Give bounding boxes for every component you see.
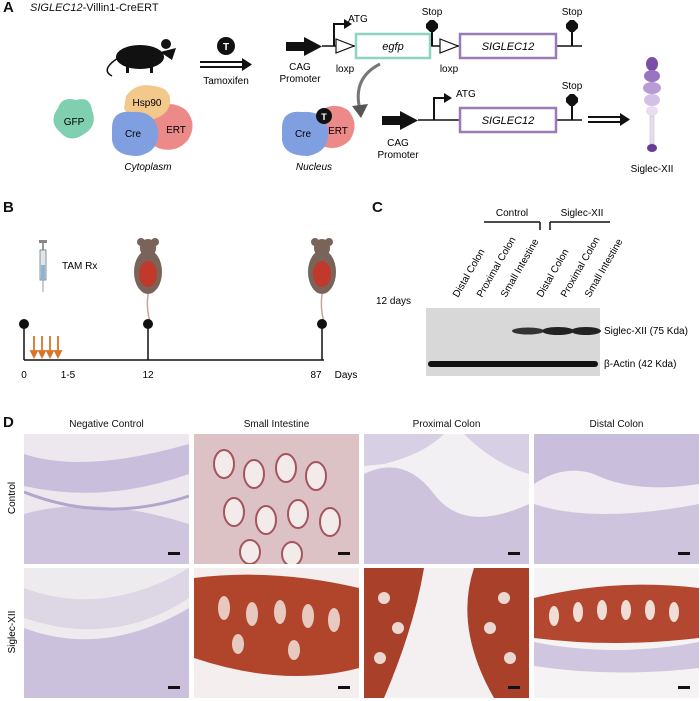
tamoxifen-arrow-icon — [200, 58, 252, 71]
tick-1-5: 1-5 — [61, 370, 76, 381]
mouse-day87-icon — [308, 238, 336, 323]
column-negative-control: Negative Control — [69, 419, 144, 430]
siglec12-bottom-box — [458, 106, 558, 134]
siglec12-top-label: SIGLEC12 — [482, 41, 535, 53]
row-labels: Control Siglec-XII — [7, 482, 18, 654]
loxp-2-label: loxp — [440, 64, 459, 75]
ihc-siglec-proximal-colon — [364, 568, 529, 698]
tam-rx-label: TAM Rx — [62, 261, 97, 272]
tick-87: 87 — [310, 370, 322, 381]
cag-bottom-line2: Promoter — [377, 150, 419, 161]
ihc-siglec-negative — [24, 568, 189, 698]
panel-a-title: SIGLEC12-Villin1-CreERT — [30, 2, 159, 14]
column-small-intestine: Small Intestine — [243, 419, 310, 430]
nucleus-t-symbol: T — [321, 112, 327, 122]
ihc-control-distal-colon — [534, 434, 699, 564]
nucleus-ert-label: ERT — [328, 126, 348, 137]
panel-a-schematic: T Tamoxifen GFP Hsp90 Cre ERT Cytoplasm … — [53, 7, 674, 175]
group-siglec-label: Siglec-XII — [561, 208, 604, 219]
beta-actin-bands — [428, 361, 598, 367]
panel-c-western: Control Siglec-XII Distal Colon Proximal… — [376, 208, 688, 376]
panel-b-letter: B — [3, 199, 14, 216]
cre-blob — [112, 111, 159, 156]
cag-promoter-bottom-icon — [382, 111, 418, 130]
column-proximal-colon: Proximal Colon — [412, 419, 481, 430]
ihc-control-small-intestine — [194, 434, 359, 564]
stop-3-label: Stop — [562, 81, 583, 92]
title-gene: SIGLEC12 — [30, 2, 83, 14]
injection-arrows-icon — [29, 336, 63, 360]
ihc-control-proximal-colon — [364, 434, 529, 564]
cytoplasm-label: Cytoplasm — [124, 162, 171, 173]
tamoxifen-symbol: T — [223, 42, 229, 53]
tick-0: 0 — [21, 370, 27, 381]
loxp-1-icon — [335, 38, 356, 54]
loxp-2-icon — [439, 38, 460, 54]
tick-12: 12 — [142, 370, 154, 381]
siglec-xii-protein-icon — [643, 57, 661, 152]
stop-1-icon — [426, 20, 438, 46]
timepoint-label: 12 days — [376, 296, 411, 307]
cag-top-line1: CAG — [289, 62, 311, 73]
band-bottom-label: β-Actin (42 Kda) — [604, 359, 676, 370]
egfp-box — [354, 32, 432, 60]
row-control-label: Control — [7, 482, 18, 514]
gfp-label: GFP — [64, 117, 85, 128]
panel-d-letter: D — [3, 414, 14, 431]
expression-arrow-icon — [588, 113, 630, 126]
siglec12-top-box — [458, 32, 558, 60]
atg-bottom-label: ATG — [456, 89, 476, 100]
panel-b-timeline: TAM Rx 0 1-5 12 87 Days — [19, 238, 358, 381]
group-control-label: Control — [496, 208, 528, 219]
panel-c-letter: C — [372, 199, 383, 216]
column-distal-colon: Distal Colon — [589, 419, 644, 430]
cre-label: Cre — [125, 129, 142, 140]
ert-label: ERT — [166, 125, 186, 136]
tam-syringe-icon — [39, 240, 47, 292]
recombination-arrow-icon — [352, 62, 381, 118]
cag-promoter-top-icon — [286, 37, 322, 56]
ihc-control-negative — [24, 434, 189, 564]
cag-top-line2: Promoter — [279, 74, 321, 85]
nucleus-tamoxifen-icon — [316, 108, 332, 124]
hsp90-blob — [124, 85, 171, 120]
hsp90-label: Hsp90 — [133, 98, 162, 109]
row-siglec-xii-label: Siglec-XII — [7, 611, 18, 654]
axis-unit-days: Days — [335, 370, 358, 381]
nucleus-label: Nucleus — [296, 162, 332, 173]
tamoxifen-label: Tamoxifen — [203, 76, 249, 87]
mouse-day12-icon — [134, 238, 162, 323]
stop-2-label: Stop — [562, 7, 583, 18]
band-top-label: Siglec-XII (75 Kda) — [604, 326, 688, 337]
atg-top-label: ATG — [348, 14, 368, 25]
gfp-blob — [53, 99, 94, 139]
atg-bottom-arrow-icon — [433, 93, 452, 120]
nucleus-cre-label: Cre — [295, 129, 312, 140]
loxp-1-label: loxp — [336, 64, 355, 75]
ihc-siglec-small-intestine — [194, 568, 359, 698]
siglec-xii-protein-label: Siglec-XII — [631, 164, 674, 175]
panel-a-letter: A — [3, 0, 14, 16]
egfp-label: egfp — [382, 41, 403, 53]
stop-3-icon — [566, 94, 578, 120]
atg-top-arrow-icon — [333, 19, 352, 46]
siglec12-bottom-label: SIGLEC12 — [482, 115, 535, 127]
mouse-icon — [106, 39, 176, 77]
stop-1-label: Stop — [422, 7, 443, 18]
tamoxifen-icon — [217, 37, 235, 55]
ihc-siglec-distal-colon — [534, 568, 699, 698]
cag-bottom-line1: CAG — [387, 138, 409, 149]
siglec-xii-bands — [512, 327, 601, 335]
stop-2-icon — [566, 20, 578, 46]
title-rest: -Villin1-CreERT — [82, 2, 159, 14]
nucleus-cre-blob — [282, 111, 329, 156]
